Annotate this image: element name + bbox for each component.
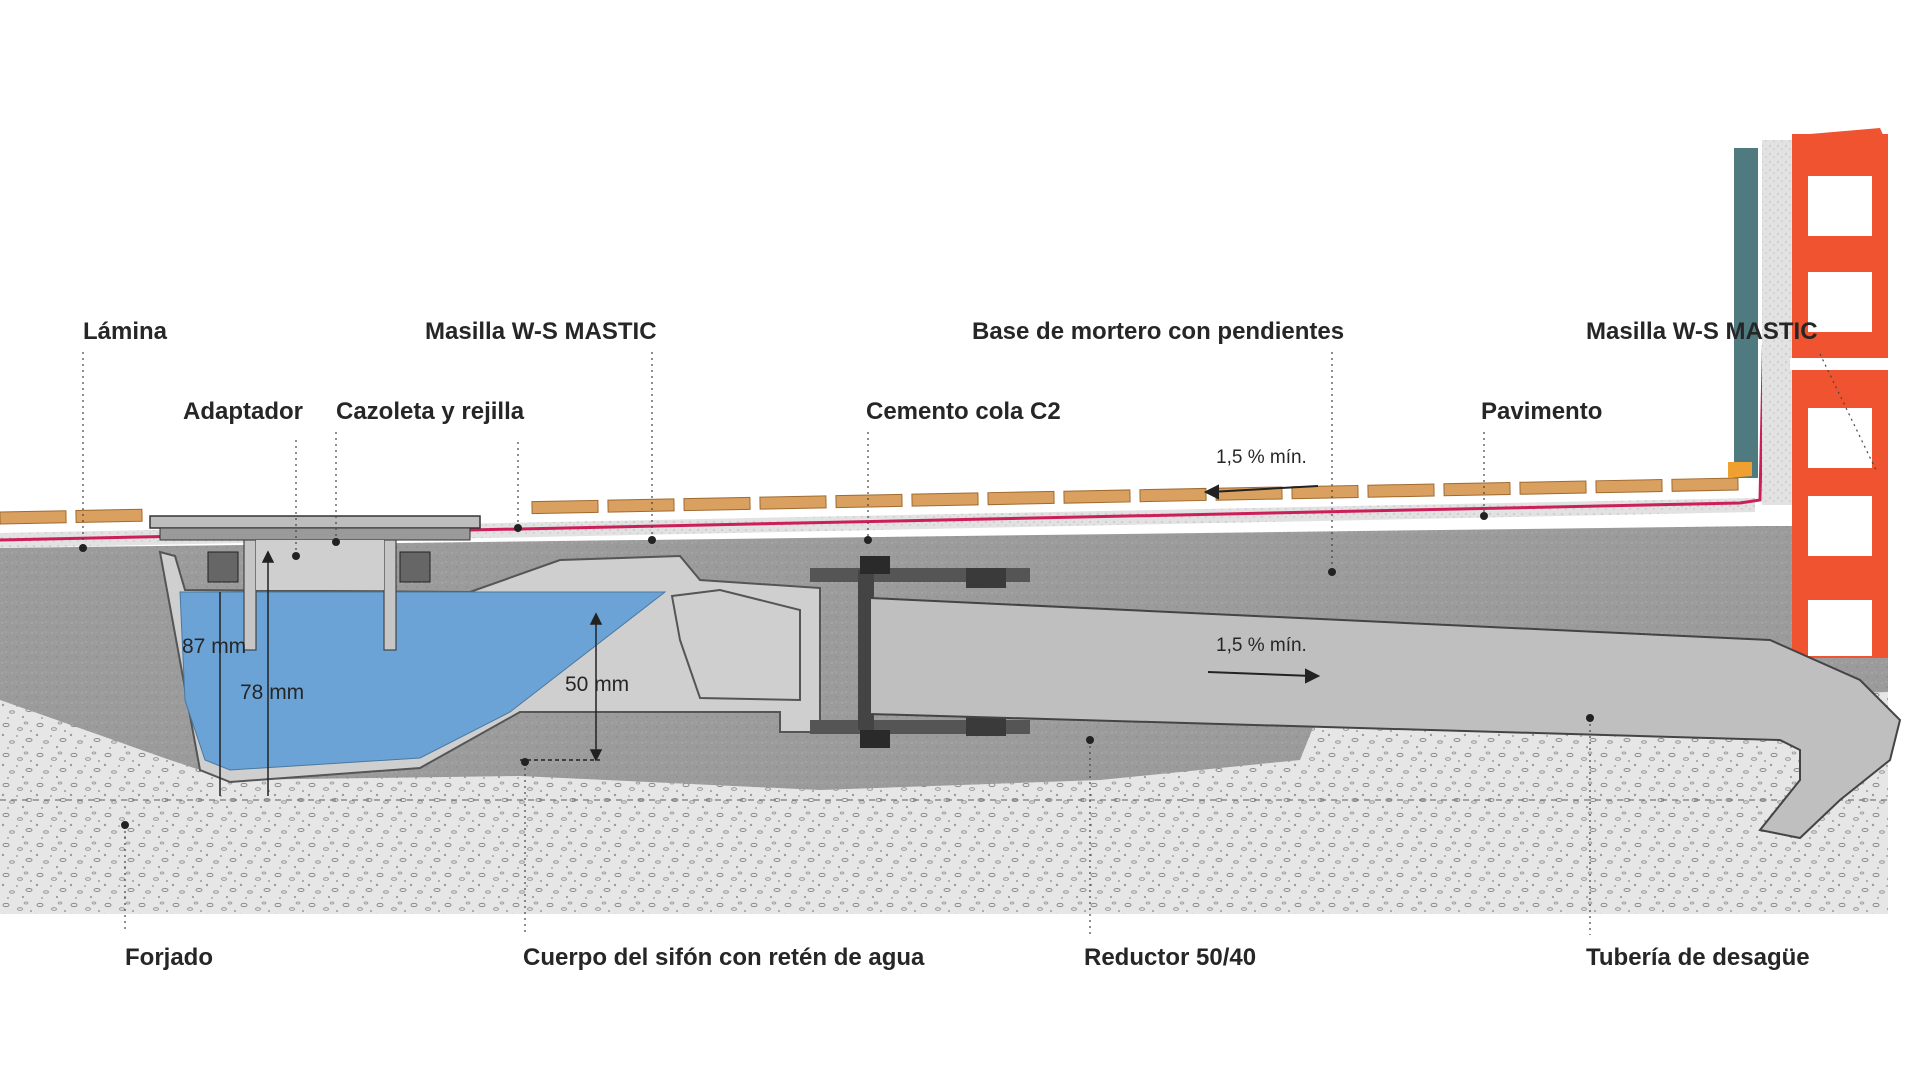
dimension-lines	[219, 550, 603, 796]
floor-tile	[987, 490, 1055, 506]
floor-tile	[759, 495, 827, 510]
floor-tile	[911, 492, 979, 507]
floor-tile	[1595, 479, 1663, 494]
leader-lines	[82, 352, 1877, 935]
floor-tile	[0, 510, 67, 525]
dimension-50mm: 50 mm	[565, 673, 630, 696]
leader-dots	[79, 512, 1594, 829]
label-masilla-left: Masilla W-S MASTIC	[425, 318, 657, 345]
label-pavimento: Pavimento	[1481, 398, 1603, 425]
slope-pipe-label: 1,5 % mín.	[1216, 635, 1307, 656]
sifon-water	[179, 591, 667, 771]
label-tuberia: Tubería de desagüe	[1586, 944, 1810, 971]
floor-tile	[1367, 483, 1435, 498]
floor-tile	[1063, 489, 1131, 504]
tuberia-desague	[869, 596, 1902, 840]
slope-surface-label: 1,5 % mín.	[1216, 447, 1307, 468]
label-adaptador: Adaptador	[183, 398, 303, 425]
slope-arrows	[1203, 484, 1321, 684]
label-reductor: Reductor 50/40	[1084, 944, 1257, 971]
riser-left	[243, 539, 257, 651]
cazoleta-grate	[149, 515, 481, 529]
dimension-87mm: 87 mm	[182, 635, 247, 658]
label-lamina: Lámina	[83, 318, 168, 345]
floor-tile	[607, 498, 675, 513]
seal-left	[207, 551, 239, 583]
wall-sealant-joint	[1728, 462, 1752, 478]
label-base-mortero: Base de mortero con pendientes	[972, 318, 1345, 345]
label-cemento-cola: Cemento cola C2	[866, 398, 1061, 425]
riser-right	[383, 539, 397, 651]
floor-tile	[531, 499, 599, 515]
label-masilla-right: Masilla W-S MASTIC	[1586, 318, 1818, 345]
dimension-78mm: 78 mm	[240, 681, 305, 704]
cazoleta-core	[256, 540, 384, 590]
label-cazoleta: Cazoleta y rejilla	[336, 398, 525, 425]
pavimento-tiles	[0, 477, 1739, 525]
floor-tile	[683, 496, 751, 512]
label-cuerpo-sifon: Cuerpo del sifón con retén de agua	[523, 944, 925, 971]
floor-tile	[1443, 481, 1511, 497]
label-forjado: Forjado	[125, 944, 213, 971]
floor-tile	[1291, 484, 1359, 500]
wall-tile-cladding	[1734, 148, 1758, 478]
floor-tile	[1139, 487, 1207, 503]
brick-wall	[1790, 128, 1890, 658]
seal-right	[399, 551, 431, 583]
floor-tile	[835, 493, 903, 509]
floor-tile	[1519, 480, 1587, 495]
adaptador-frame	[159, 527, 471, 541]
sifon-inner-wall	[670, 588, 801, 702]
floor-tile	[1671, 477, 1739, 492]
floor-tile	[75, 508, 143, 524]
lamina-membrane	[0, 139, 1770, 542]
